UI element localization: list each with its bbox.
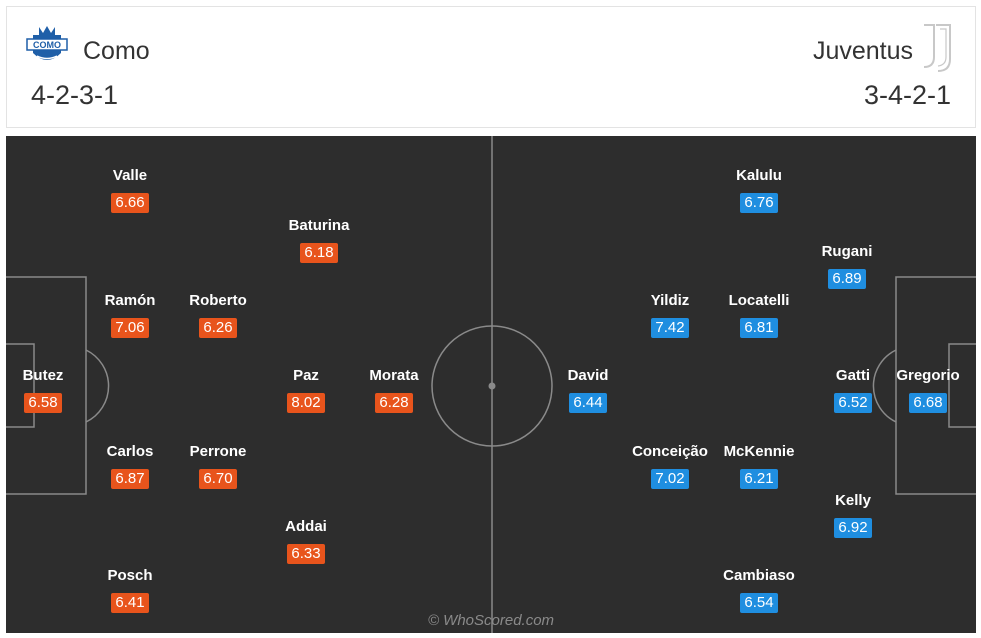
player-name: Baturina bbox=[288, 217, 350, 234]
away-player-locatelli[interactable]: Locatelli 6.81 bbox=[719, 292, 799, 338]
player-name: Valle bbox=[112, 167, 148, 184]
player-name: Roberto bbox=[189, 292, 247, 309]
player-name: Yildiz bbox=[650, 292, 690, 309]
player-rating: 6.89 bbox=[828, 269, 866, 289]
player-rating: 8.02 bbox=[287, 393, 325, 413]
away-player-kelly[interactable]: Kelly 6.92 bbox=[813, 492, 893, 538]
away-player-conceicao[interactable]: Conceição 7.02 bbox=[630, 443, 710, 489]
pitch: Valle 6.66 Baturina 6.18 Ramón 7.06 Robe… bbox=[6, 136, 976, 633]
como-crest-icon: COMO bbox=[26, 26, 68, 60]
away-player-david[interactable]: David 6.44 bbox=[548, 367, 628, 413]
player-name: Paz bbox=[293, 367, 319, 384]
away-player-mckennie[interactable]: McKennie 6.21 bbox=[719, 443, 799, 489]
player-rating: 6.66 bbox=[111, 193, 149, 213]
home-player-carlos[interactable]: Carlos 6.87 bbox=[90, 443, 170, 489]
player-rating: 6.33 bbox=[287, 544, 325, 564]
player-name: Butez bbox=[22, 367, 64, 384]
away-player-gatti[interactable]: Gatti 6.52 bbox=[813, 367, 893, 413]
pitch-markings bbox=[6, 136, 976, 633]
player-rating: 6.58 bbox=[24, 393, 62, 413]
player-rating: 6.21 bbox=[740, 469, 778, 489]
home-player-posch[interactable]: Posch 6.41 bbox=[90, 567, 170, 613]
home-player-morata[interactable]: Morata 6.28 bbox=[354, 367, 434, 413]
player-rating: 6.44 bbox=[569, 393, 607, 413]
player-rating: 6.76 bbox=[740, 193, 778, 213]
player-rating: 7.02 bbox=[651, 469, 689, 489]
home-formation: 4-2-3-1 bbox=[31, 80, 119, 110]
home-player-butez[interactable]: Butez 6.58 bbox=[6, 367, 83, 413]
player-rating: 6.18 bbox=[300, 243, 338, 263]
match-header: COMO Como 4-2-3-1 Juventus 3-4-2-1 bbox=[6, 6, 976, 128]
player-rating: 6.92 bbox=[834, 518, 872, 538]
player-rating: 6.28 bbox=[375, 393, 413, 413]
home-player-valle[interactable]: Valle 6.66 bbox=[90, 167, 170, 213]
player-name: Rugani bbox=[821, 243, 873, 260]
player-name: Carlos bbox=[106, 443, 154, 460]
away-team-name: Juventus bbox=[812, 37, 913, 65]
player-name: Kalulu bbox=[736, 167, 782, 184]
player-rating: 6.81 bbox=[740, 318, 778, 338]
home-player-ramon[interactable]: Ramón 7.06 bbox=[90, 292, 170, 338]
home-player-perrone[interactable]: Perrone 6.70 bbox=[178, 443, 258, 489]
away-player-rugani[interactable]: Rugani 6.89 bbox=[807, 243, 887, 289]
player-name: Gregorio bbox=[896, 367, 960, 384]
away-formation: 3-4-2-1 bbox=[863, 80, 951, 110]
juventus-logo-icon bbox=[923, 24, 951, 72]
away-player-yildiz[interactable]: Yildiz 7.42 bbox=[630, 292, 710, 338]
player-name: Gatti bbox=[835, 367, 871, 384]
home-player-paz[interactable]: Paz 8.02 bbox=[266, 367, 346, 413]
player-rating: 7.06 bbox=[111, 318, 149, 338]
player-name: Addai bbox=[285, 518, 327, 535]
home-team-name: Como bbox=[83, 37, 150, 65]
player-name: Morata bbox=[369, 367, 419, 384]
player-name: Conceição bbox=[632, 443, 708, 460]
player-rating: 7.42 bbox=[651, 318, 689, 338]
away-player-kalulu[interactable]: Kalulu 6.76 bbox=[719, 167, 799, 213]
player-rating: 6.54 bbox=[740, 593, 778, 613]
player-name: Posch bbox=[107, 567, 153, 584]
whoscored-watermark: © WhoScored.com bbox=[427, 612, 555, 629]
home-player-baturina[interactable]: Baturina 6.18 bbox=[279, 217, 359, 263]
player-name: Ramón bbox=[104, 292, 156, 309]
player-name: Perrone bbox=[189, 443, 247, 460]
svg-text:COMO: COMO bbox=[33, 40, 61, 50]
player-rating: 6.41 bbox=[111, 593, 149, 613]
player-rating: 6.68 bbox=[909, 393, 947, 413]
player-name: McKennie bbox=[723, 443, 795, 460]
away-player-gregorio[interactable]: Gregorio 6.68 bbox=[888, 367, 968, 413]
player-name: Locatelli bbox=[728, 292, 790, 309]
player-rating: 6.26 bbox=[199, 318, 237, 338]
home-player-roberto[interactable]: Roberto 6.26 bbox=[178, 292, 258, 338]
player-rating: 6.87 bbox=[111, 469, 149, 489]
player-name: Cambiaso bbox=[723, 567, 795, 584]
player-name: David bbox=[567, 367, 609, 384]
home-player-addai[interactable]: Addai 6.33 bbox=[266, 518, 346, 564]
player-rating: 6.70 bbox=[199, 469, 237, 489]
player-name: Kelly bbox=[835, 492, 871, 509]
away-player-cambiaso[interactable]: Cambiaso 6.54 bbox=[719, 567, 799, 613]
player-rating: 6.52 bbox=[834, 393, 872, 413]
